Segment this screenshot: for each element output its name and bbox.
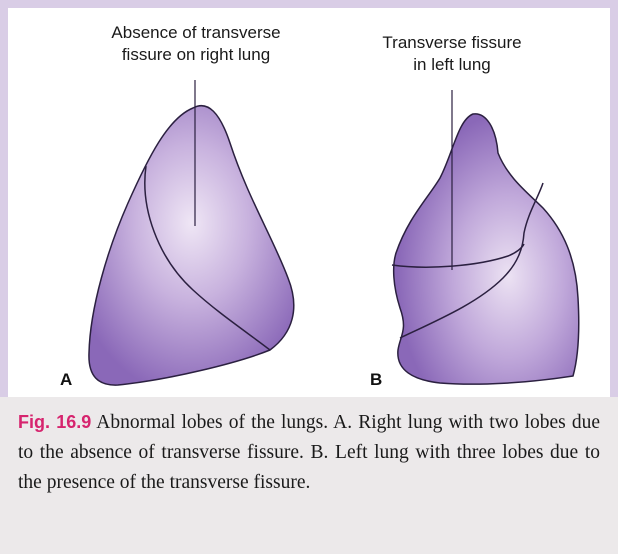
lung-a (89, 106, 294, 385)
label-absence-transverse-fissure: Absence of transverse fissure on right l… (66, 22, 326, 66)
caption-text: Abnormal lobes of the lungs. A. Right lu… (18, 412, 600, 493)
panel-letter-b: B (370, 370, 382, 390)
caption-fig-label: Fig. 16.9 (18, 412, 91, 432)
panel-letter-a: A (60, 370, 72, 390)
label-transverse-fissure-left: Transverse fissure in left lung (336, 32, 568, 76)
figure-panel: Absence of transverse fissure on right l… (8, 8, 610, 397)
lung-b (394, 114, 579, 384)
figure-caption: Fig. 16.9 Abnormal lobes of the lungs. A… (0, 397, 618, 554)
